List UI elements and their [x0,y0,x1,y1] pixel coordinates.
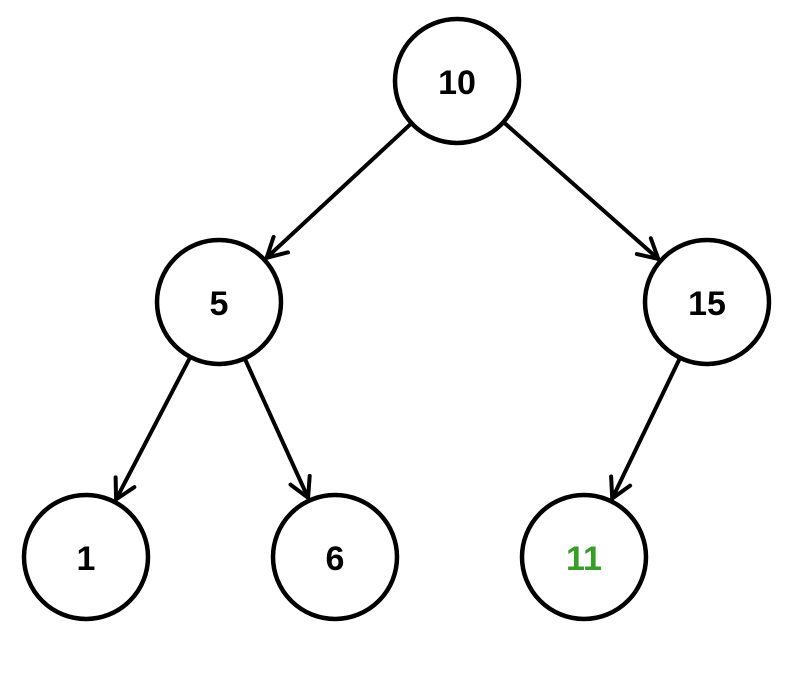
node-circle [519,492,649,622]
node-label: 5 [210,285,229,323]
tree-node-6: 6 [270,492,400,622]
node-label: 6 [326,540,345,578]
tree-node-15: 15 [642,237,772,367]
nodes-layer: 10 5 15 1 6 11 [21,16,772,622]
edge-n10-n15 [502,120,661,261]
node-circle [642,237,772,367]
arrowhead-icon [609,474,633,501]
node-label: 1 [77,540,96,578]
edge-line [502,120,661,261]
node-label: 10 [438,64,476,102]
node-label: 15 [688,285,726,323]
edge-line [114,355,192,502]
arrowhead-icon [264,234,290,260]
edge-n10-n5 [264,121,413,260]
node-label: 11 [566,540,602,578]
node-circle [21,492,151,622]
node-circle [154,237,284,367]
edge-n5-n1 [113,355,192,502]
node-circle [270,492,400,622]
edges-layer [113,120,682,502]
tree-node-1: 1 [21,492,151,622]
tree-node-11: 11 [519,492,649,622]
tree-node-10: 10 [392,16,522,146]
edge-line [243,357,311,500]
edge-line [264,121,413,260]
edge-line [610,356,682,501]
edge-n5-n6 [243,357,312,500]
node-circle [392,16,522,146]
arrowhead-icon [288,473,312,500]
arrowhead-icon [113,475,137,502]
edge-n15-n11 [609,356,682,501]
tree-node-5: 5 [154,237,284,367]
arrowhead-icon [634,236,661,261]
